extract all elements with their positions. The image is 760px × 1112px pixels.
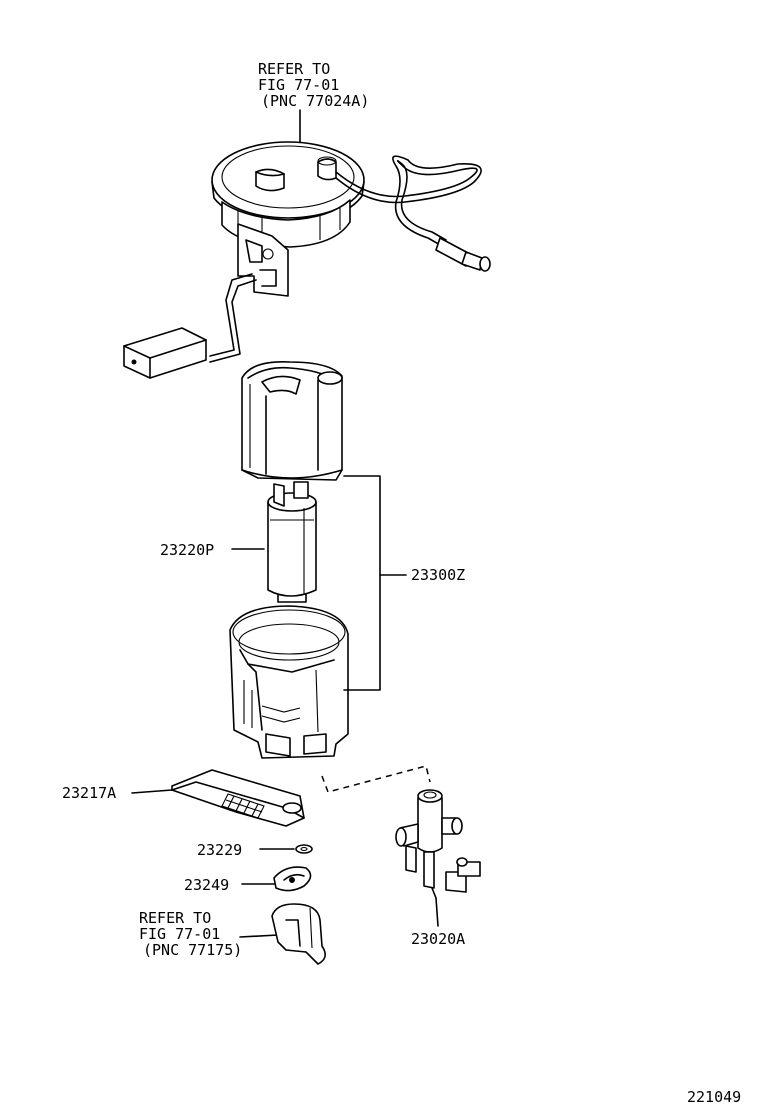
label-filter: 23217A <box>62 784 116 802</box>
lower-pump-holder <box>229 605 349 759</box>
refer-label-bottom: REFER TO FIG 77-01 (PNC 77175) <box>139 909 279 959</box>
refer-top-line2: FIG 77-01 <box>258 76 339 94</box>
suction-filter <box>131 769 305 827</box>
pump-flange-assembly <box>211 141 365 297</box>
refer-top-line3: (PNC 77024A) <box>261 92 369 110</box>
label-pump: 23220P <box>160 541 214 559</box>
refer-label-top: REFER TO FIG 77-01 (PNC 77024A) <box>258 60 369 143</box>
refer-bottom-line3: (PNC 77175) <box>143 941 242 959</box>
pump-cushion <box>271 903 326 965</box>
fuel-hose <box>335 155 491 272</box>
label-regulator: 23020A <box>411 930 465 948</box>
fuel-sender-float <box>123 273 257 379</box>
upper-pump-holder <box>241 361 343 481</box>
refer-bottom-line1: REFER TO <box>139 909 211 927</box>
refer-bottom-line2: FIG 77-01 <box>139 925 220 943</box>
refer-top-line1: REFER TO <box>258 60 330 78</box>
retainer <box>241 866 312 892</box>
washer <box>259 844 313 854</box>
label-retainer: 23249 <box>184 876 229 894</box>
label-washer: 23229 <box>197 841 242 859</box>
fuel-pump <box>231 481 317 603</box>
figure-number: 221049 <box>687 1088 741 1106</box>
pressure-regulator <box>321 765 481 927</box>
assembly-bracket <box>343 475 407 691</box>
label-assembly: 23300Z <box>411 566 465 584</box>
